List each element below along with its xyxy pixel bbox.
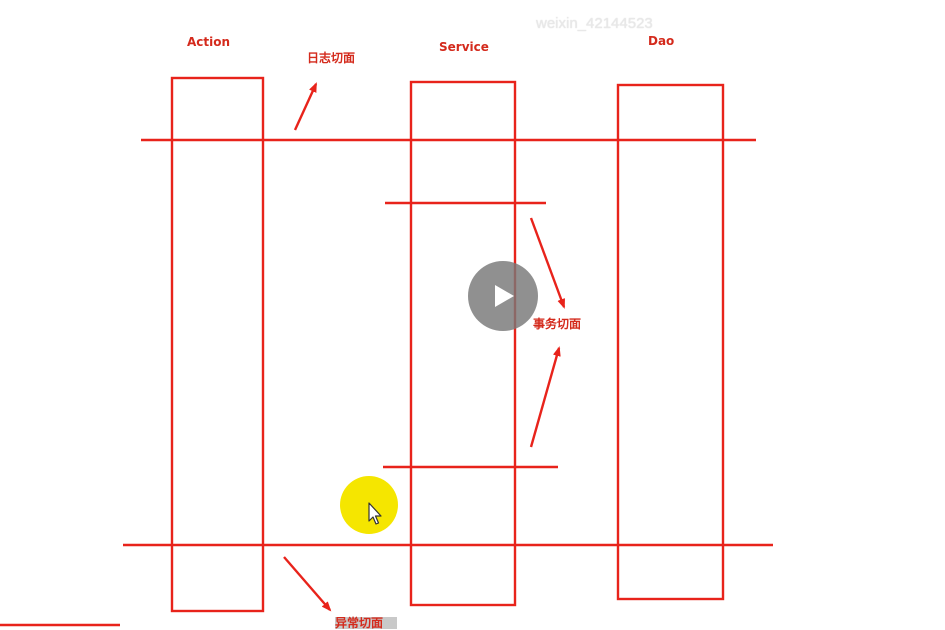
exception-arrow <box>283 556 332 612</box>
transaction-arrow-down <box>529 217 566 309</box>
layer-label-action: Action <box>187 35 231 49</box>
logging-arrow <box>293 82 318 131</box>
layer-label-service: Service <box>439 40 489 54</box>
play-icon <box>495 285 514 307</box>
service-layer-box <box>409 80 517 607</box>
mouse-pointer-icon <box>368 502 382 525</box>
transaction-arrow-up <box>529 346 561 448</box>
cursor-highlight <box>340 476 398 534</box>
transaction-aspect-label: 事务切面 <box>533 317 582 331</box>
layer-label-dao: Dao <box>648 34 675 48</box>
dao-layer-box <box>616 83 725 601</box>
watermark: weixin_42144523 <box>536 15 653 32</box>
play-button[interactable] <box>468 261 538 331</box>
logging-aspect-label: 日志切面 <box>307 51 356 65</box>
action-layer-box <box>170 76 265 613</box>
exception-aspect-label: 异常切面 <box>335 617 398 629</box>
